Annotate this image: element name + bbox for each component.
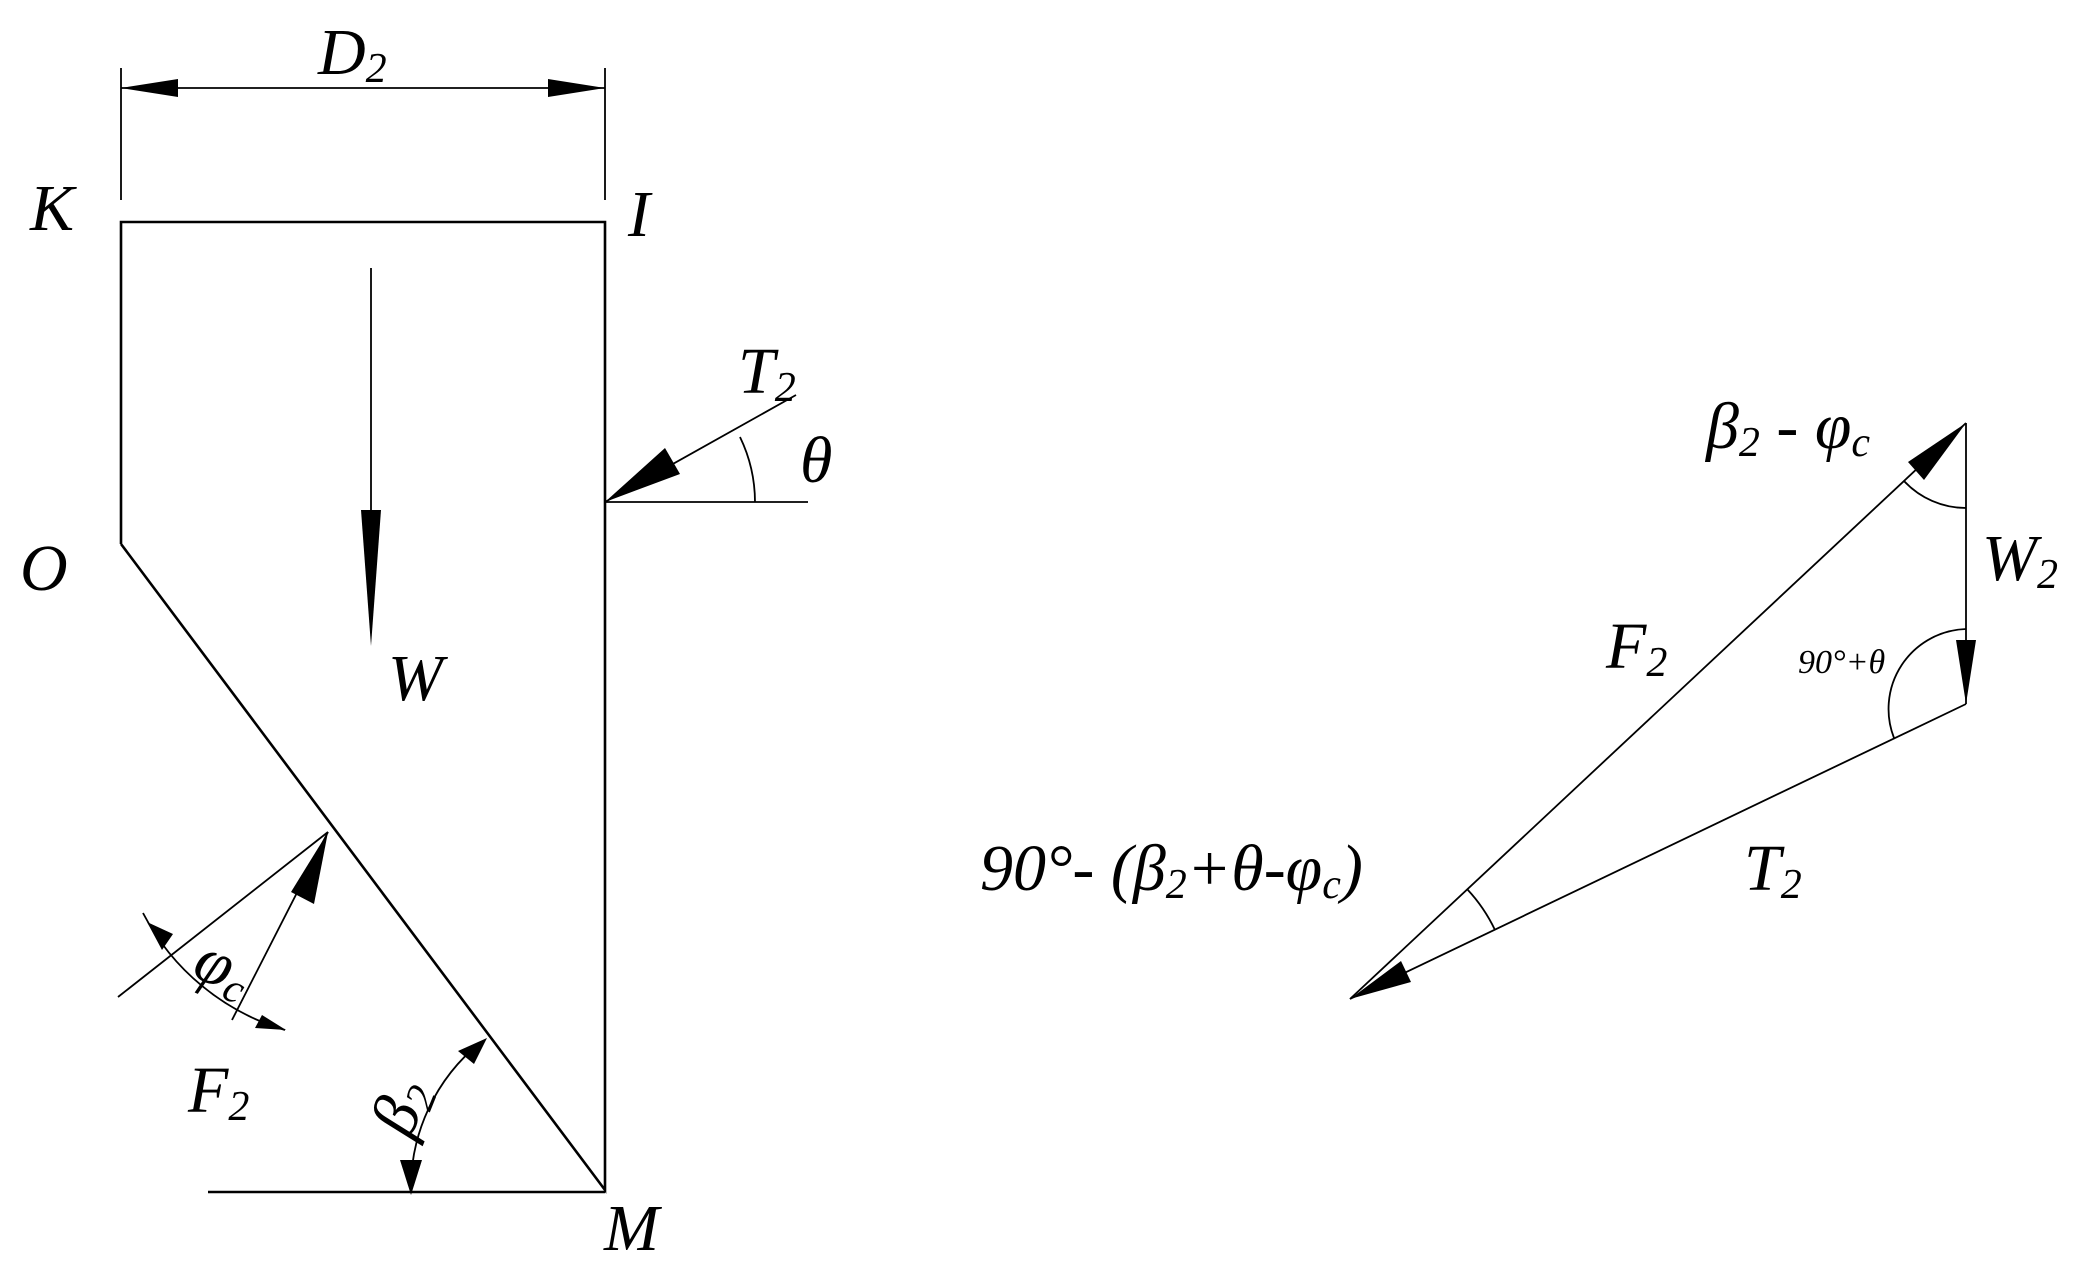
point-label-k: K xyxy=(29,172,77,245)
top-angle-label: β2 - φc xyxy=(1704,390,1870,466)
f2-side-arrow-head xyxy=(1908,423,1966,480)
weight-arrow-head xyxy=(361,510,381,646)
beta-arc-arrow-bottom xyxy=(400,1160,422,1195)
top-angle-arc xyxy=(1903,480,1967,509)
w2-label: W2 xyxy=(1982,522,2058,598)
wedge-outline xyxy=(119,220,607,1194)
point-label-i: I xyxy=(627,178,653,251)
corner-angle-label: 90°+θ xyxy=(1798,644,1885,681)
t2-force-label: T2 xyxy=(738,335,796,411)
wedge-figure: D2 K I O M W T2 θ φc F2 β2 xyxy=(20,16,832,1265)
f2-triangle-label: F2 xyxy=(1605,610,1667,686)
surface-normal-line xyxy=(117,831,329,998)
point-label-m: M xyxy=(603,1192,663,1265)
w2-side-arrow-head xyxy=(1956,640,1976,704)
point-label-o: O xyxy=(20,532,68,605)
phi-arc-arrow-left xyxy=(147,922,173,950)
corner-angle-arc xyxy=(1887,628,1967,739)
theta-angle-arc xyxy=(739,436,756,503)
force-triangle: β2 - φc W2 F2 90°+θ 90°- (β2+θ-φc) T2 xyxy=(980,390,2058,1000)
beta-angle-label: β2 xyxy=(355,1068,446,1148)
f2-side-line xyxy=(1349,422,1967,1000)
t2-triangle-label: T2 xyxy=(1744,832,1802,908)
weight-label: W xyxy=(388,642,448,715)
bottom-angle-arc xyxy=(1466,888,1496,931)
beta-arc-arrow-top xyxy=(458,1038,487,1064)
t2-side-arrow-head xyxy=(1350,961,1411,999)
dimension-arrow-left xyxy=(121,79,178,97)
t2-arrow-head xyxy=(605,448,680,502)
dimension-label: D2 xyxy=(317,16,387,92)
f2-arrow-head xyxy=(291,832,328,904)
t2-side-line xyxy=(1349,703,1967,1000)
dimension-arrow-right xyxy=(548,79,605,97)
phi-arc-arrow-right xyxy=(255,1015,286,1030)
theta-label: θ xyxy=(800,424,832,497)
bottom-angle-label: 90°- (β2+θ-φc) xyxy=(980,832,1363,908)
f2-force-label: F2 xyxy=(187,1054,249,1130)
